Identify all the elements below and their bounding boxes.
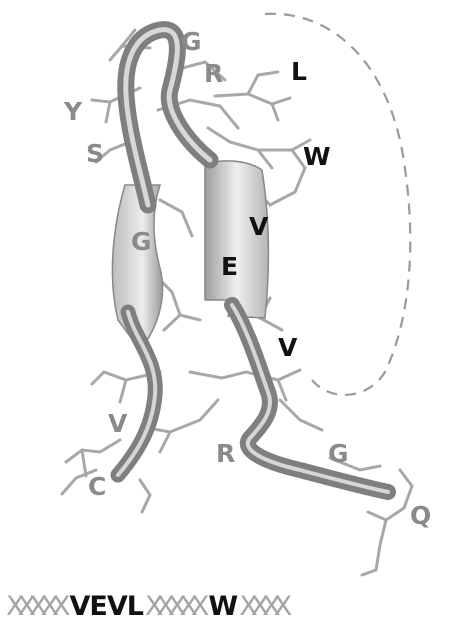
residue-label-s: S bbox=[86, 139, 104, 168]
residue-label-e: E bbox=[221, 252, 238, 281]
residue-label-g-left: G bbox=[131, 227, 152, 256]
residue-label-y: Y bbox=[63, 97, 83, 126]
residue-label-q: Q bbox=[410, 501, 431, 530]
residue-label-r-bottom: R bbox=[216, 439, 235, 468]
sequence-unmarked-2: XXXXX bbox=[145, 591, 209, 622]
sequence-unmarked-3: XXXX bbox=[239, 591, 291, 622]
residue-label-v-mid: V bbox=[278, 333, 298, 362]
sequence-unmarked-1: XXXXX bbox=[6, 591, 70, 622]
residue-label-g-bottom: G bbox=[328, 439, 349, 468]
residue-label-c: C bbox=[88, 472, 106, 501]
residue-label-r-top: R bbox=[204, 59, 223, 88]
sequence-highlight-w: W bbox=[208, 591, 237, 622]
sequence-highlight-vevl: VEVL bbox=[69, 591, 143, 622]
residue-label-w-top: W bbox=[303, 142, 331, 171]
residue-label-v-left: V bbox=[108, 409, 128, 438]
residue-label-v-upper: V bbox=[249, 212, 269, 241]
residue-label-l: L bbox=[291, 57, 307, 86]
residue-label-g-top: G bbox=[181, 27, 202, 56]
